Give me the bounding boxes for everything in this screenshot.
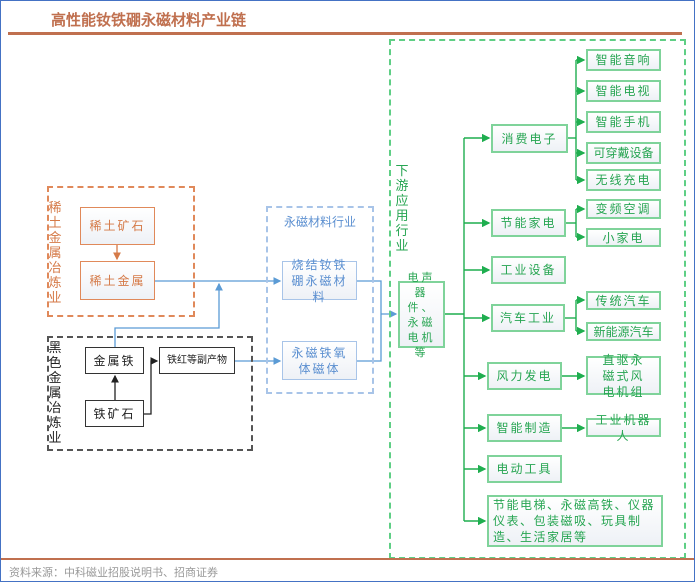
rare-earth-ore-box: 稀土矿石 [80, 207, 155, 245]
footer-rule [1, 558, 694, 560]
consumer-box: 消费电子 [491, 124, 568, 153]
rare-earth-metal-box: 稀土金属 [80, 261, 155, 300]
wind-item: 直驱永磁式风电机组 [586, 353, 661, 399]
consumer-item: 智能音响 [586, 49, 661, 71]
consumer-item: 可穿戴设备 [586, 142, 661, 164]
wind-box: 风力发电 [487, 362, 562, 390]
consumer-item: 无线充电 [586, 169, 661, 191]
consumer-item: 智能电视 [586, 80, 661, 102]
consumer-item: 智能手机 [586, 111, 661, 133]
iron-metal-box: 金属铁 [85, 347, 144, 374]
arrow-ironore-to-byproduct [144, 357, 159, 415]
appliance-item: 变频空调 [586, 199, 661, 219]
appliance-box: 节能家电 [491, 209, 566, 237]
magnet-group [266, 206, 374, 394]
auto-box: 汽车工业 [491, 304, 565, 332]
appliance-item: 小家电 [586, 228, 661, 247]
source-note: 资料来源：中科磁业招股说明书、招商证券 [9, 566, 218, 579]
iron-ore-box: 铁矿石 [85, 400, 144, 427]
smart-mfg-box: 智能制造 [487, 414, 562, 442]
tools-box: 电动工具 [487, 455, 562, 483]
downstream-label: 下游应用行业 [395, 164, 409, 254]
auto-item: 传统汽车 [586, 291, 661, 310]
byproduct-box: 铁红等副产物 [159, 347, 235, 374]
ferrous-group [47, 336, 253, 451]
rare-earth-label: 稀土金属冶炼业 [48, 201, 62, 306]
ferrous-label: 黑色金属冶炼业 [48, 341, 62, 446]
auto-item: 新能源汽车 [586, 322, 661, 341]
smart-mfg-item: 工业机器人 [586, 413, 661, 443]
industrial-box: 工业设备 [491, 256, 566, 284]
ndfeb-box: 烧结钕铁硼永磁材料 [282, 258, 357, 304]
arrow-magnets-to-hub [357, 280, 396, 362]
ferrite-box: 永磁铁氧体磁体 [282, 341, 357, 380]
rare-earth-group [47, 186, 195, 317]
other-box: 节能电梯、永磁高铁、仪器仪表、包装磁吸、玩具制造、生活家居等 [487, 495, 663, 547]
magnet-label: 永磁材料行业 [283, 215, 356, 229]
title-rule [8, 32, 682, 35]
hub-box: 电声器件、永磁电机等 [398, 271, 445, 359]
page-title: 高性能钕铁硼永磁材料产业链 [51, 11, 247, 29]
